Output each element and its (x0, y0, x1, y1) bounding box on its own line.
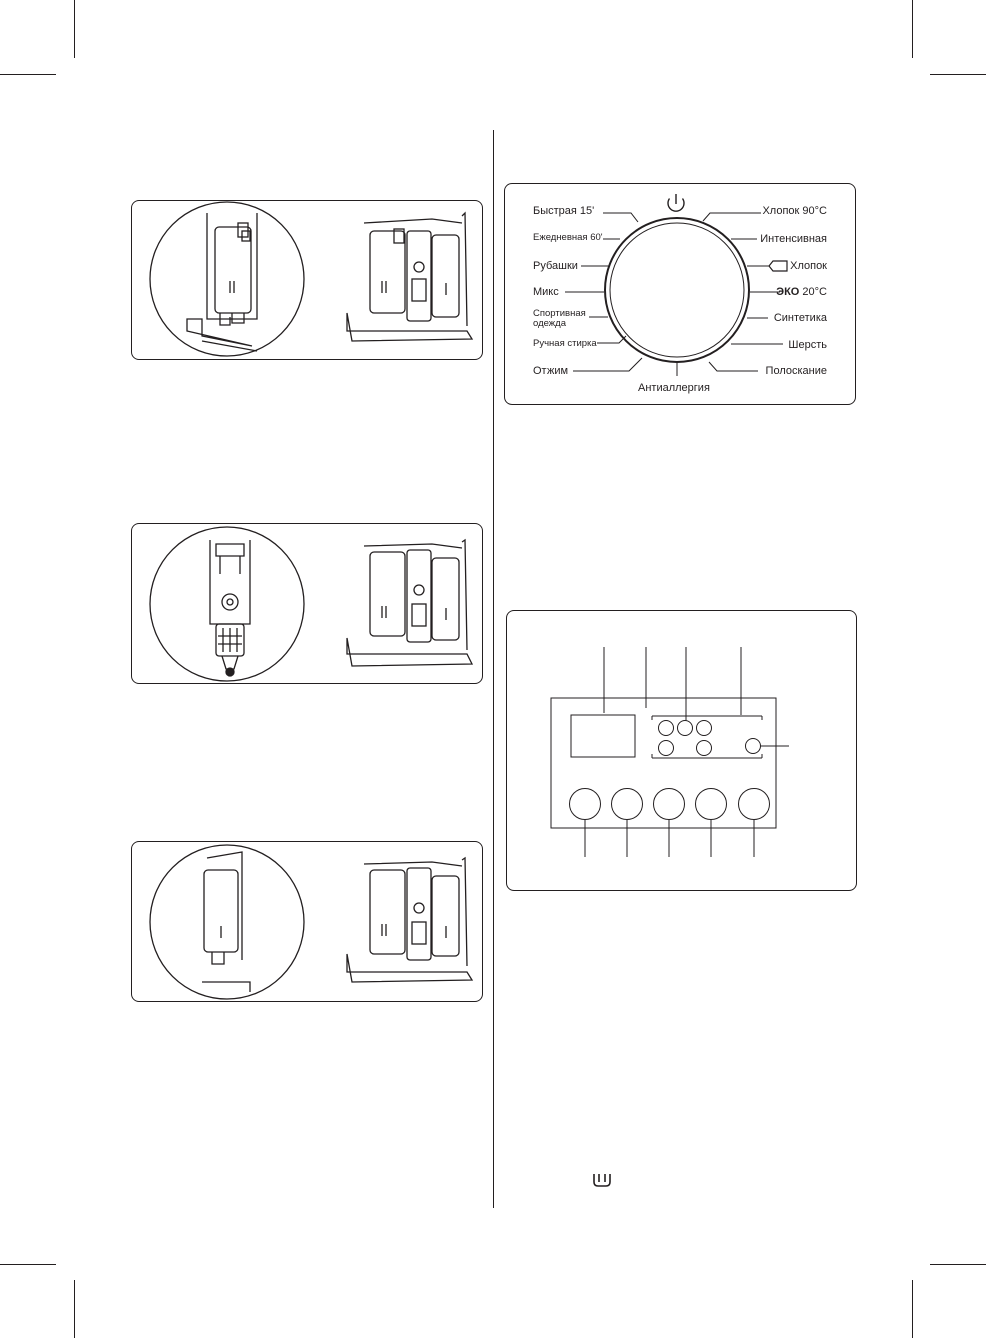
crop-mark (0, 74, 56, 75)
program-label: Хлопок (790, 260, 827, 272)
program-label: Отжим (533, 365, 569, 377)
program-label: Микс (533, 286, 559, 298)
program-label: Быстрая 15' (533, 205, 595, 217)
column-divider (493, 130, 494, 1208)
zoomed-compartment-i (202, 851, 251, 992)
program-label: Синтетика (773, 312, 827, 324)
crop-mark (0, 1264, 56, 1265)
program-label: Интенсивная (760, 233, 827, 245)
crop-mark (912, 0, 913, 58)
tub-icon (592, 1172, 612, 1188)
zoomed-compartment-ii (186, 213, 258, 352)
program-label: Полоскание (765, 365, 827, 377)
crop-mark (930, 74, 986, 75)
crop-mark (74, 0, 75, 58)
eco-temperature: 20°C (802, 286, 827, 298)
program-label: Антиаллергия (638, 382, 710, 394)
power-icon (667, 194, 685, 212)
crop-mark (930, 1264, 986, 1265)
eco-prefix: ЭКО (776, 286, 800, 298)
tag-icon (768, 260, 788, 272)
zoom-circle (149, 201, 305, 357)
control-panel-diagram (506, 610, 857, 891)
crop-mark (74, 1280, 75, 1338)
zoomed-softener-cap (209, 540, 251, 677)
zoom-circle (149, 844, 305, 1000)
program-label: Ежедневная 60' (533, 232, 603, 243)
control-panel-outline (550, 697, 777, 829)
program-label-eco: ЭКО 20°C (776, 286, 827, 298)
crop-mark (912, 1280, 913, 1338)
drawer-illustration-1 (131, 200, 483, 360)
program-dial-panel: Быстрая 15' Ежедневная 60' Рубашки Микс … (504, 183, 856, 405)
program-label: Шерсть (788, 339, 827, 351)
drawer-overview (346, 538, 474, 667)
program-label: Хлопок 90°C (762, 205, 827, 217)
program-label-line1: Спортивная (533, 308, 586, 319)
indicator-group (651, 715, 763, 759)
program-label: Ручная стирка (533, 338, 597, 349)
display-window (570, 714, 636, 758)
drawer-overview (346, 856, 474, 983)
dial-inner-ring (609, 222, 745, 358)
drawer-overview (346, 211, 474, 342)
dial-outer-ring (604, 217, 750, 363)
drawer-illustration-2 (131, 523, 483, 684)
drawer-illustration-3 (131, 841, 483, 1002)
control-buttons (569, 788, 770, 820)
program-label-line2: одежда (533, 318, 566, 329)
program-label: Рубашки (533, 260, 578, 272)
callout-lines (584, 647, 789, 857)
